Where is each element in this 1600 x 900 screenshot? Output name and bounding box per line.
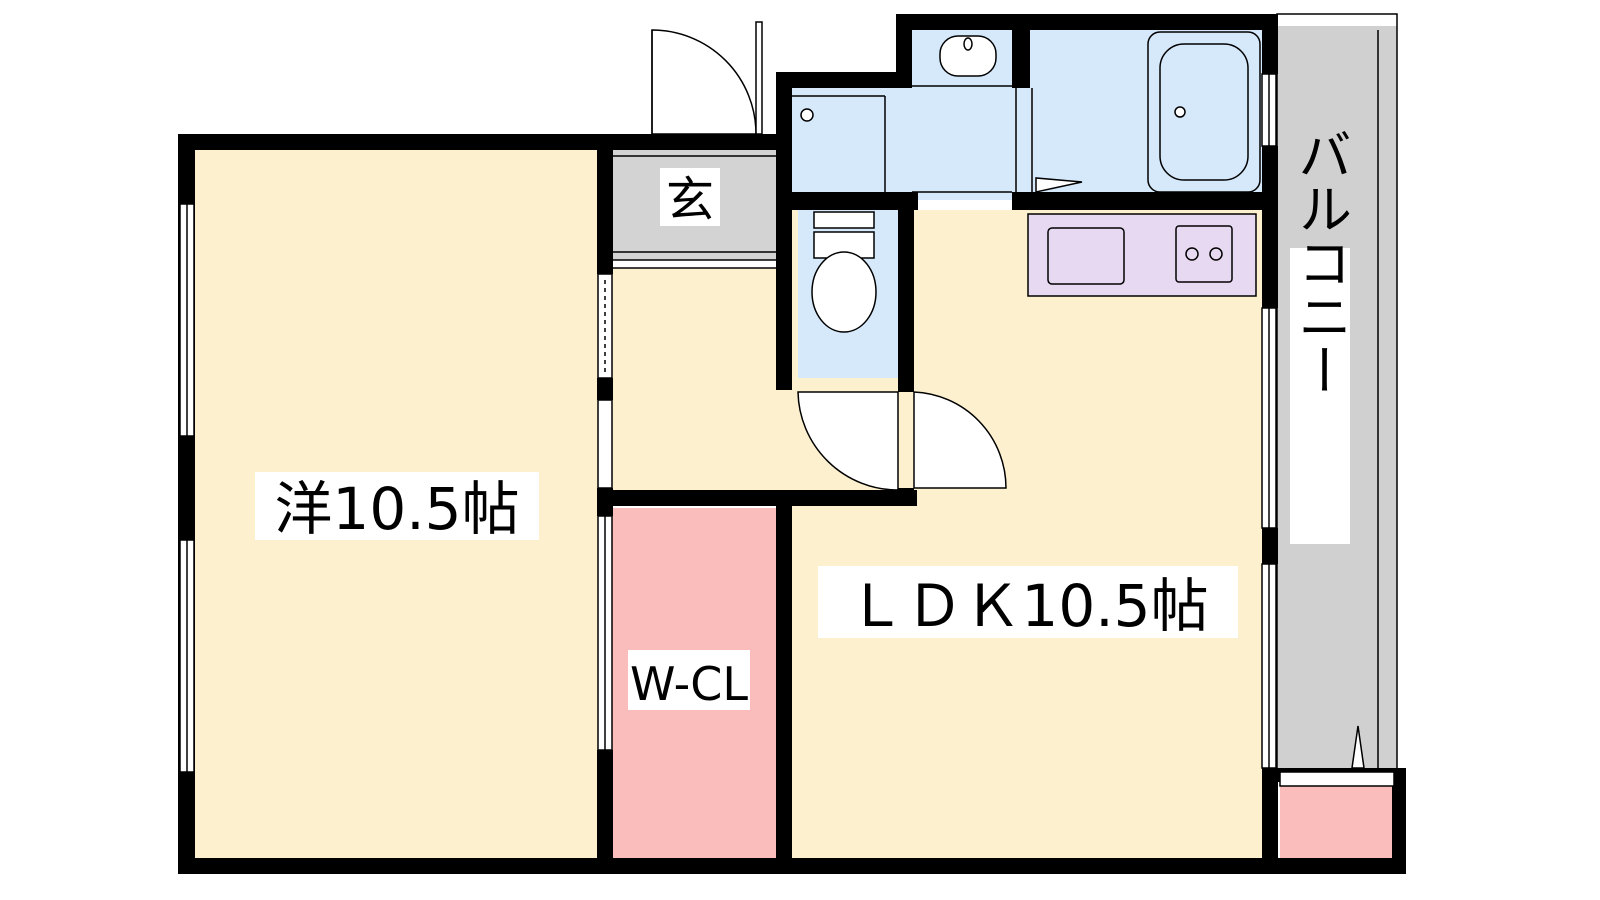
- balcony-label-bg: [1290, 248, 1350, 544]
- washbasin-icon: [939, 35, 997, 77]
- windows: [179, 73, 1395, 787]
- entrance-door-swing: [651, 29, 757, 135]
- toilet-bowl-icon: [811, 251, 877, 333]
- balcony-label: バルコニー: [1289, 127, 1352, 397]
- doors: [651, 21, 1365, 769]
- western-label-bg: [255, 472, 539, 540]
- balcony-door-mark: [1351, 725, 1365, 769]
- bath-door: [1035, 177, 1083, 193]
- ldk-door-swing: [913, 391, 1007, 489]
- stove-icon: [1175, 225, 1233, 283]
- entrance-label: 玄: [666, 172, 714, 228]
- closet-label: W-CL: [630, 657, 748, 711]
- western-room-label: 洋10.5帖: [274, 475, 519, 543]
- ldk-room-label: ＬＤＫ10.5帖: [847, 572, 1208, 640]
- washroom-floor: [790, 78, 1030, 200]
- fixtures: [800, 31, 1261, 333]
- washer-icon: [800, 108, 814, 122]
- entrance-label-bg: [660, 168, 720, 226]
- ldk-label-bg: [818, 566, 1238, 638]
- kitchen-sink-icon: [1047, 227, 1125, 285]
- balcony-storage-floor: [1280, 786, 1394, 866]
- closet-label-bg: [628, 650, 750, 710]
- toilet-door-swing: [797, 391, 899, 491]
- toilet-tank-icon: [813, 211, 875, 229]
